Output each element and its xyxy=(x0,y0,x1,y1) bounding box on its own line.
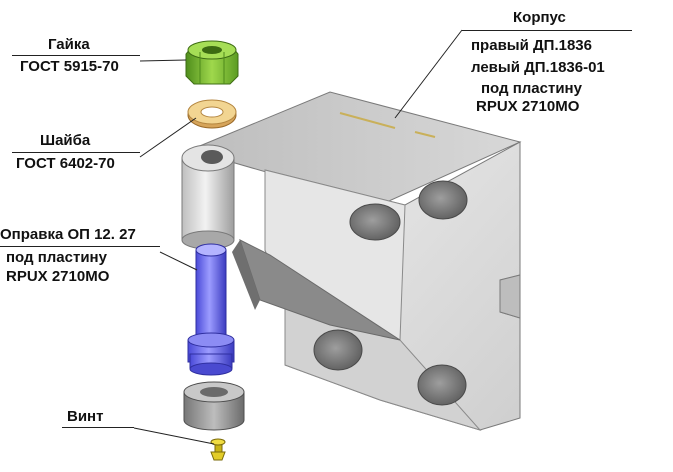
mandrel-name: Оправка ОП 12. 27 xyxy=(0,226,136,243)
mandrel-line-2: RPUX 2710МО xyxy=(6,268,110,285)
washer-underline xyxy=(12,152,140,153)
leader-lines xyxy=(133,29,463,445)
mandrel-line-1: под пластину xyxy=(6,249,107,266)
housing-body xyxy=(188,91,522,431)
body-line-2: левый ДП.1836-01 xyxy=(471,59,605,76)
mandrel-part xyxy=(187,243,235,376)
body-line-4: RPUX 2710МО xyxy=(476,98,580,115)
nut-standard: ГОСТ 5915-70 xyxy=(20,58,119,75)
mandrel-underline xyxy=(0,246,160,247)
body-title: Корпус xyxy=(513,9,566,26)
body-title-underline xyxy=(462,30,632,31)
nut-name: Гайка xyxy=(48,36,90,53)
base-ring-part xyxy=(183,381,245,431)
washer-name: Шайба xyxy=(40,132,91,149)
washer-part xyxy=(187,99,237,129)
body-line-3: под пластину xyxy=(481,80,582,97)
nut-part xyxy=(185,40,239,85)
pivot-boss xyxy=(181,144,235,250)
screw-name: Винт xyxy=(67,408,104,425)
screw-underline xyxy=(62,427,134,428)
washer-standard: ГОСТ 6402-70 xyxy=(16,155,115,172)
nut-underline xyxy=(12,55,140,56)
screw-part xyxy=(210,438,226,461)
body-line-1: правый ДП.1836 xyxy=(471,37,592,54)
